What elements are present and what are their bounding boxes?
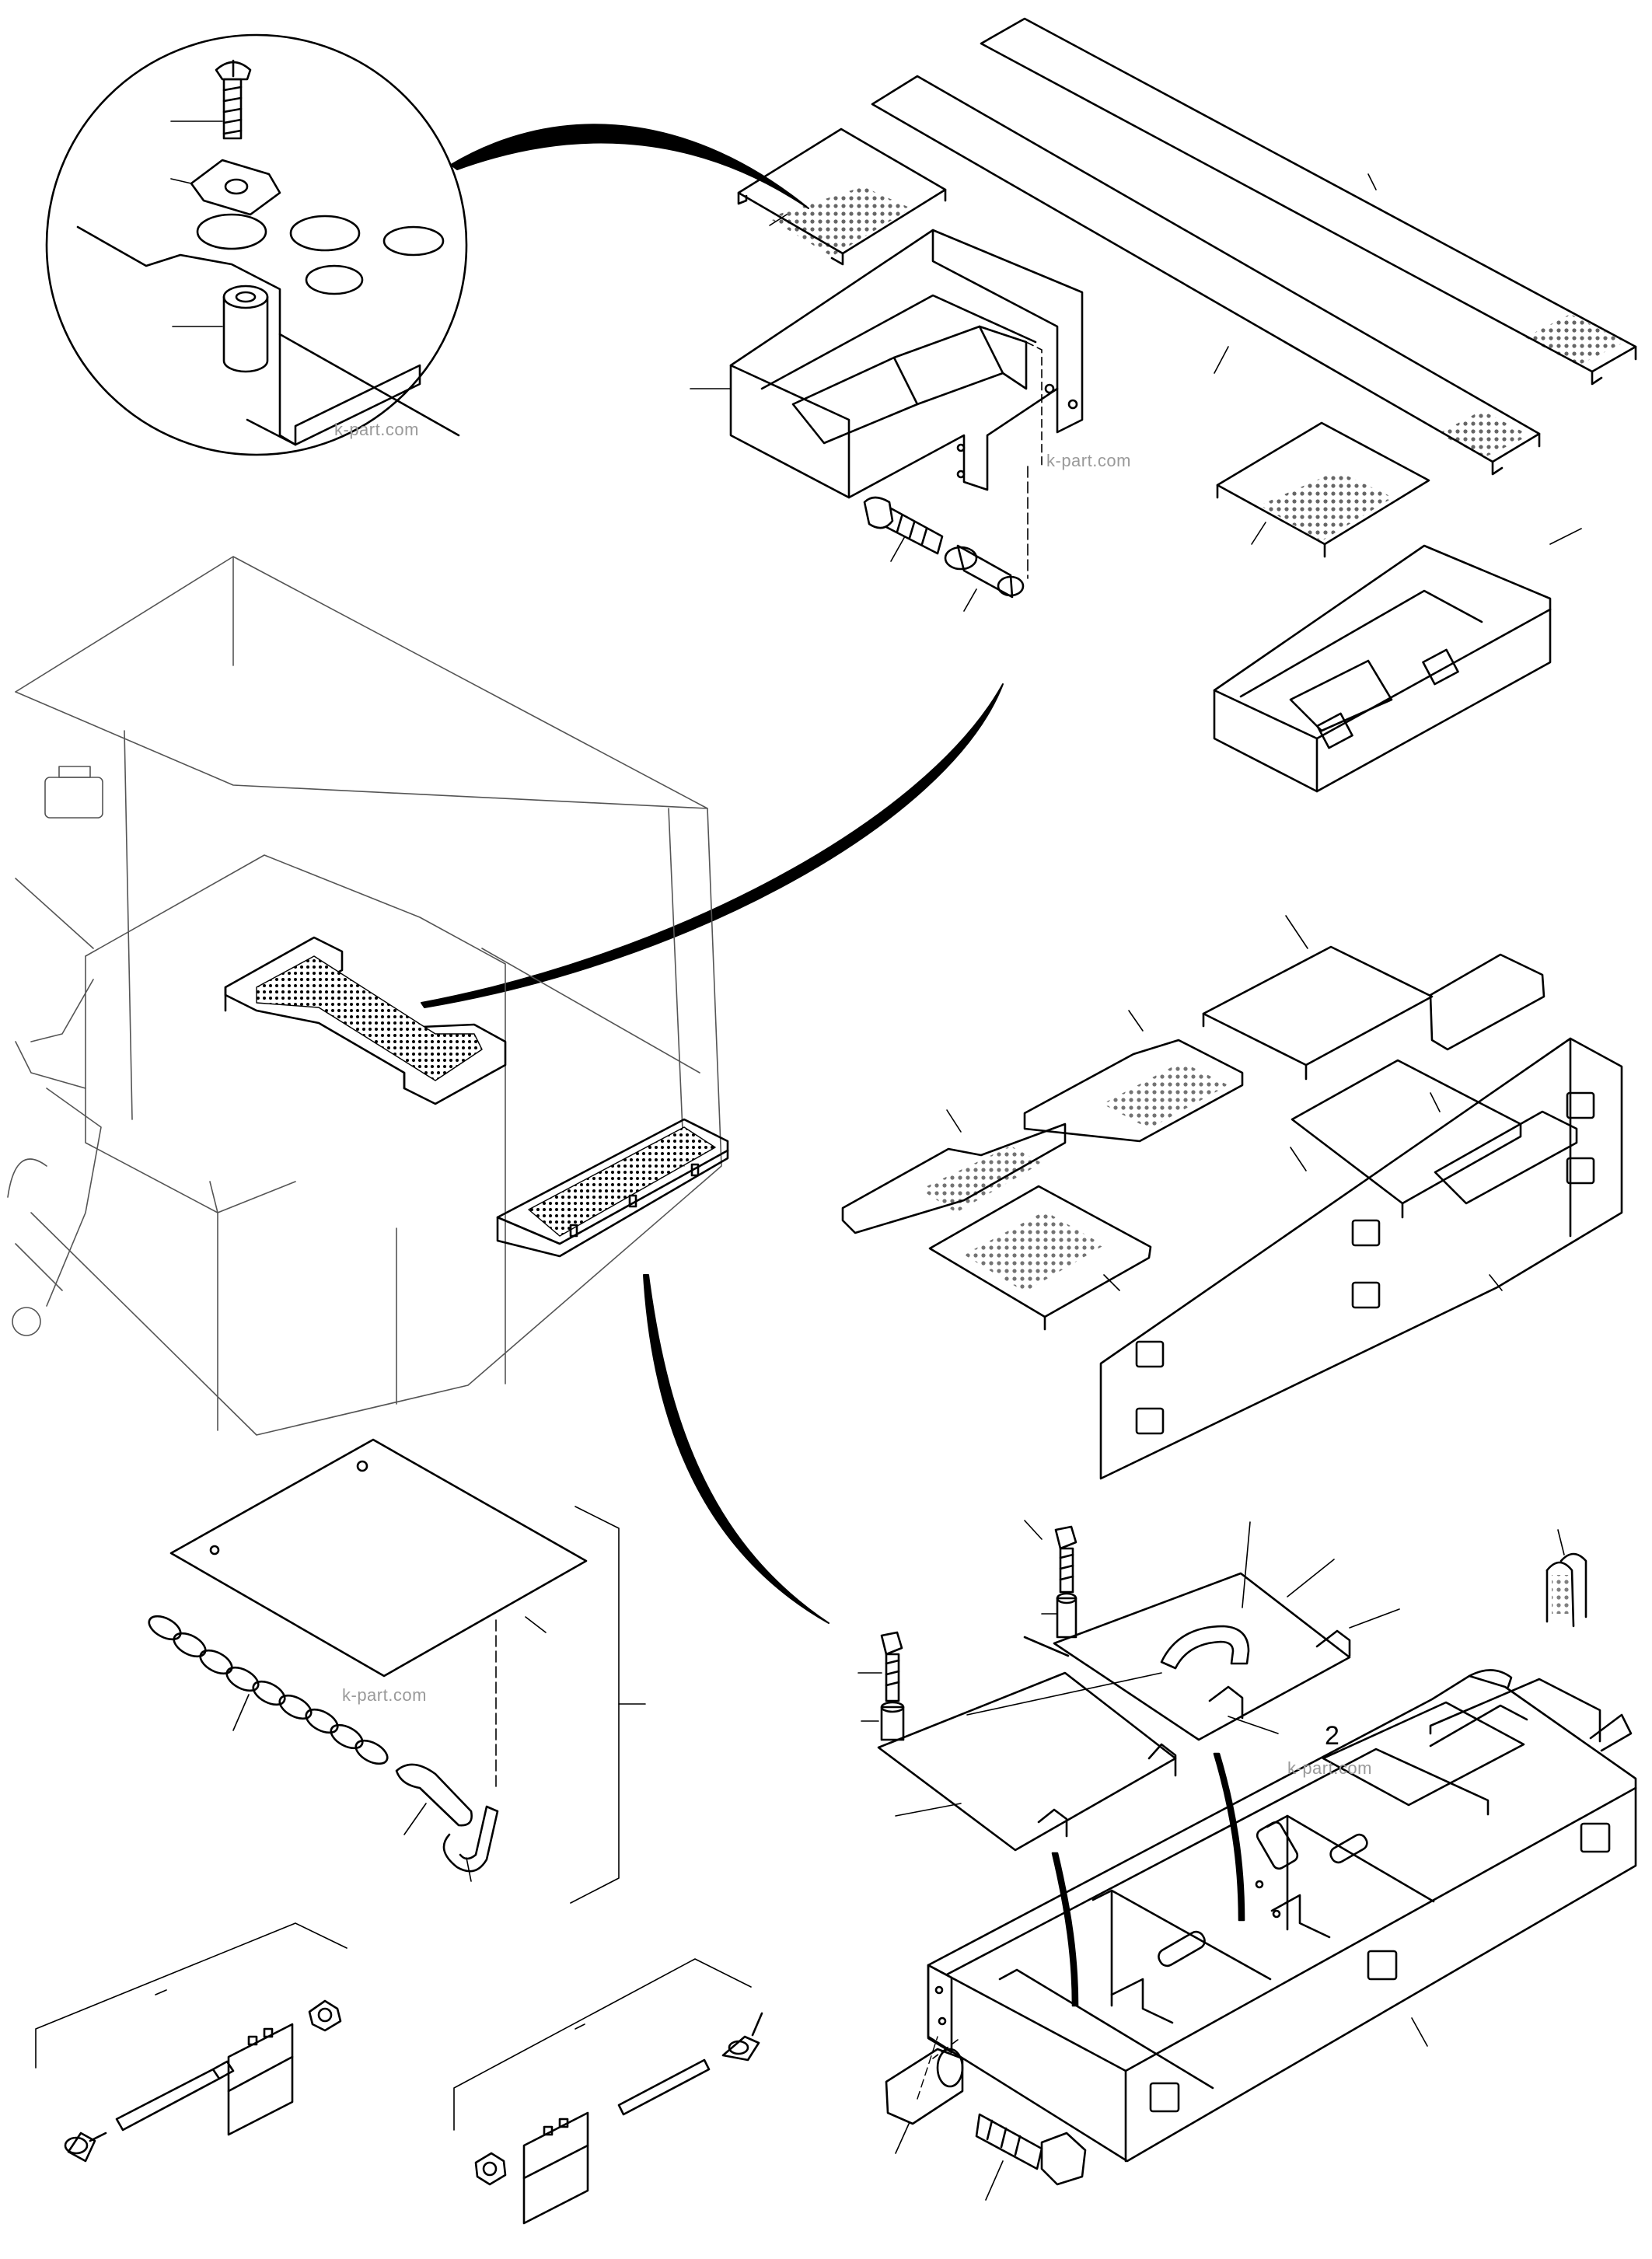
sleeve-top (944, 544, 1025, 599)
long-strip-upper (980, 17, 1637, 386)
chain (148, 1615, 389, 1765)
watermark-4: k-part.com (1287, 1758, 1372, 1778)
link-arc-lower (643, 1274, 829, 1624)
machine-body (7, 556, 722, 1436)
hatch-cover-front (877, 1671, 1177, 1852)
main-frame (927, 1669, 1637, 2163)
bolt-upper (1024, 1520, 1077, 1639)
bolt-frame (975, 2113, 1087, 2201)
link-arc-upper (421, 683, 1004, 1008)
spacer-part (222, 285, 269, 373)
cover-right-top (1216, 421, 1430, 558)
watermark-1: k-part.com (334, 420, 419, 439)
plate-lower (169, 1438, 588, 1792)
small-cover-top (737, 127, 947, 266)
watermark-2: k-part.com (1046, 451, 1131, 470)
spacer-frame (885, 2039, 964, 2154)
hatch-cover-rear (1023, 1521, 1400, 1741)
bolt-top (863, 496, 944, 555)
callout-2: 2 (1325, 1721, 1339, 1751)
linkage-right (453, 1958, 763, 2225)
bolt-lower (857, 1631, 905, 1741)
screw-part (215, 59, 252, 140)
side-panel-long (1099, 1037, 1623, 1480)
linkage-left (35, 1922, 348, 2163)
installed-tray (224, 936, 507, 1105)
detail-circle (45, 33, 468, 456)
bracket-box-right (1213, 528, 1582, 793)
bracket-group-lower (570, 1506, 620, 1904)
installed-box (496, 1118, 729, 1258)
cover-grid (841, 915, 1578, 1331)
link-arc-detail (450, 124, 809, 209)
hinge-detail (1545, 1529, 1587, 1628)
bracket-box-top (729, 229, 1084, 499)
watermark-3: k-part.com (342, 1685, 427, 1705)
washer-part (190, 159, 281, 216)
long-strip-lower (871, 75, 1541, 476)
hook (395, 1763, 499, 1882)
